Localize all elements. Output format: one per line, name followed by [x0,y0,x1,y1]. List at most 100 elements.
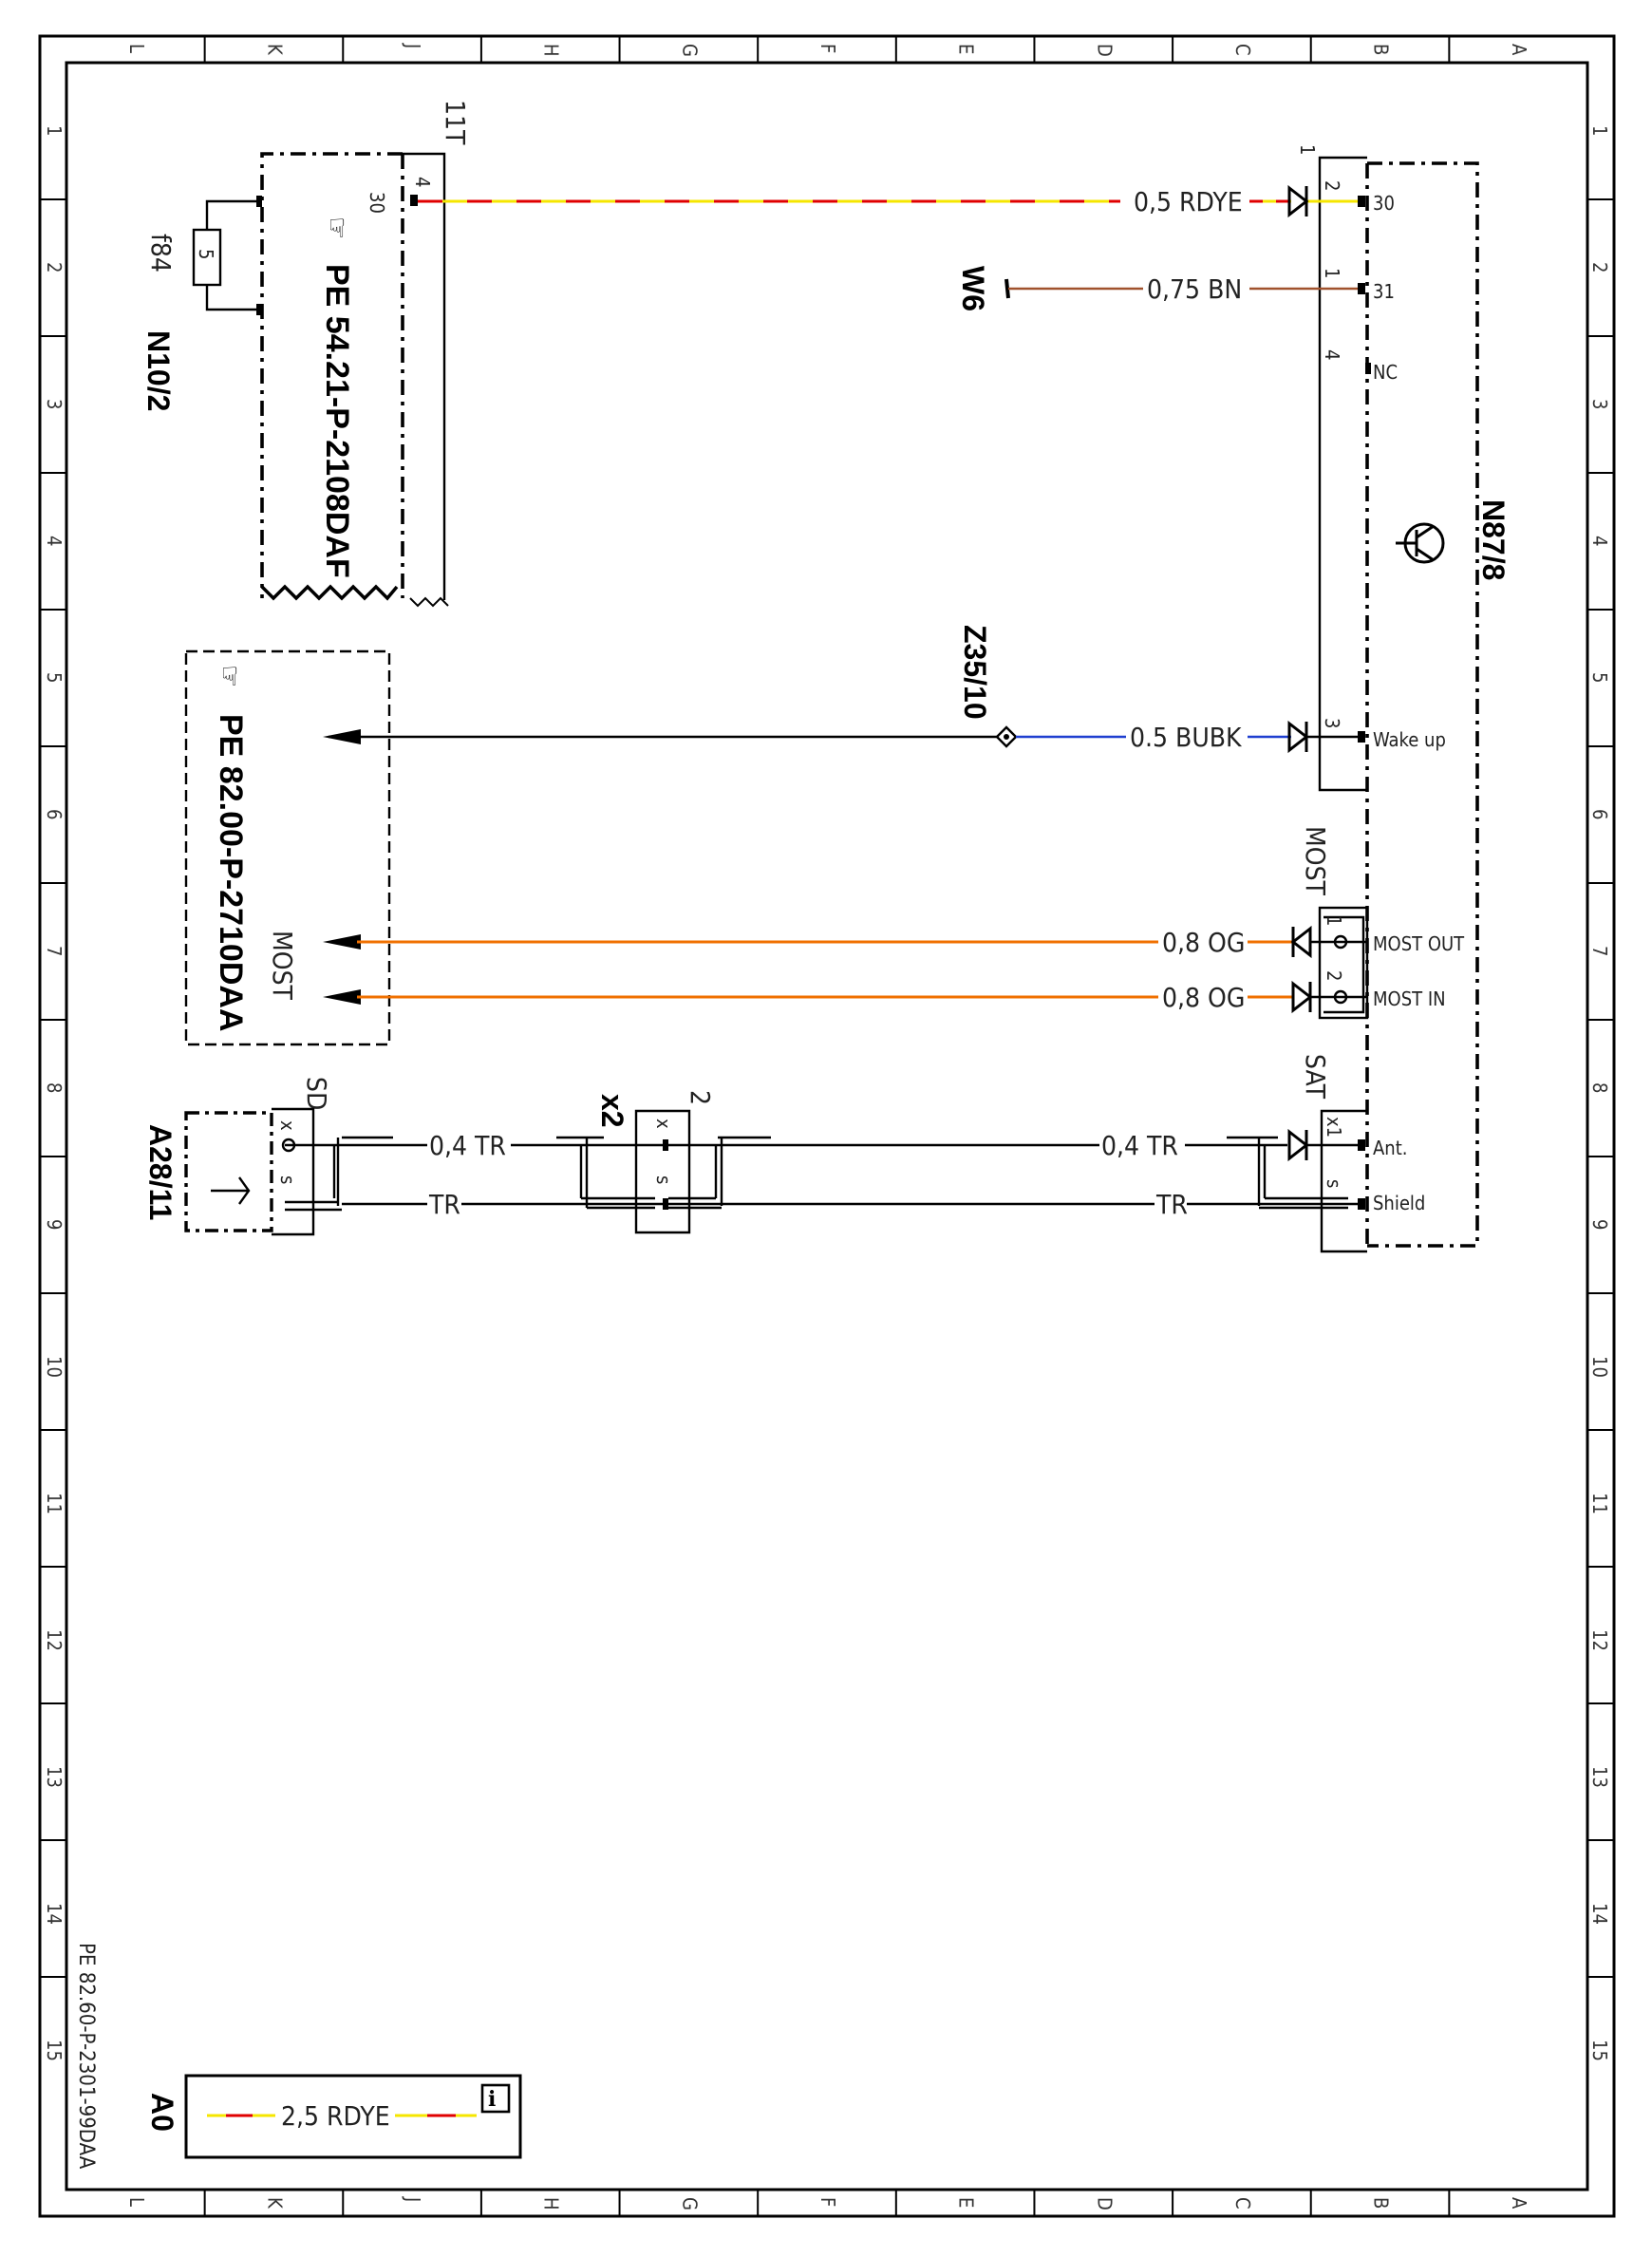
grid-number-left: 6 [43,809,66,819]
outer-frame [38,34,1616,2218]
svg-text:MOST OUT: MOST OUT [1373,932,1465,955]
most-in-label: 0,8 OG [1162,982,1245,1013]
svg-text:4: 4 [1321,349,1343,360]
wire-30-label: 0,5 RDYE [1134,186,1243,217]
grid-letter-bottom: L [125,2197,148,2207]
w6-label: W6 [956,266,990,311]
svg-text:1: 1 [1321,268,1343,278]
a28-11-label: A28/11 [143,1124,178,1220]
shield-right-label: TR [1155,1189,1188,1220]
grid-letter-bottom: J [402,2196,424,2202]
ref-box-82-00: ☞ PE 82.00-P-2710DAA MOST [184,649,391,1046]
n10-2-ref: PE 54.21-P-2108DAF [319,264,355,578]
grid-letter-bottom: C [1231,2197,1254,2210]
inner-frame [65,61,1589,2191]
svg-text:Shield: Shield [1373,1192,1425,1214]
z35-10-label: Z35/10 [958,625,992,720]
grid-number-right: 6 [1588,809,1611,819]
grid-letter-top: L [125,44,148,53]
svg-text:2: 2 [1321,180,1343,191]
grid-number-right: 12 [1588,1629,1611,1651]
grid-number-right: 13 [1588,1766,1611,1788]
grid-letter-bottom: K [263,2197,286,2210]
grid-number-left: 8 [43,1082,66,1093]
ref-most-label: MOST [267,931,298,1001]
grid-number-left: 10 [43,1356,66,1378]
svg-text:x: x [276,1120,299,1131]
sd-conn-label: SD [301,1077,332,1110]
n10-2-label: N10/2 [141,330,176,411]
transistor-icon [1396,522,1445,564]
grid-letter-bottom: D [1093,2197,1116,2210]
grid-number-left: 3 [43,399,66,409]
wire-most-out: 0,8 OG [323,925,1367,959]
x2-connector: x2 2 x s [595,1090,716,1234]
grid-ticks [40,36,1614,2216]
doc-ref: PE 82.60-P-2301-99DAA [74,1943,98,2170]
grid-number-right: 7 [1588,946,1611,956]
svg-text:Wake up: Wake up [1373,728,1446,751]
info-icon[interactable]: i [480,2083,511,2114]
grid-number-left: 11 [43,1493,66,1514]
grid-number-left: 2 [43,262,66,273]
x2-conn-no: 2 [685,1090,716,1105]
wire-30-rdye: 0,5 RDYE [418,184,1365,218]
n87-8-label: N87/8 [1476,499,1511,580]
legend-label: 2,5 RDYE [281,2100,390,2132]
hand-icon: ☞ [320,216,353,239]
svg-text:i: i [488,2087,496,2112]
svg-text:x1: x1 [1323,1117,1345,1138]
ant-right-label: 0,4 TR [1101,1130,1178,1161]
shield-left-label: TR [428,1189,460,1220]
tag-11t: 11T [440,100,471,145]
hand-icon: ☞ [213,665,246,687]
svg-text:31: 31 [1373,280,1395,303]
wire-most-in: 0,8 OG [323,980,1367,1014]
grid-letter-top: H [540,44,563,57]
grid-number-left: 9 [43,1219,66,1230]
svg-text:x: x [652,1119,675,1129]
grid-letter-bottom: F [817,2197,839,2207]
grid-number-left: 5 [43,672,66,683]
sat-conn-label: SAT [1300,1054,1331,1100]
grid-number-right: 1 [1588,125,1611,136]
svg-text:1: 1 [1323,915,1345,926]
grid-letter-top: A [1508,44,1530,56]
grid-letter-bottom: B [1370,2197,1393,2209]
grid-number-right: 2 [1588,262,1611,273]
svg-text:2: 2 [1323,970,1345,981]
pin-ant: x1 Ant. [1323,1117,1407,1159]
pin-nc: 4 NC [1321,349,1398,384]
grid-number-left: 14 [43,1903,66,1925]
grid-number-left: 1 [43,125,66,136]
grid-number-right: 11 [1588,1493,1611,1514]
grid-letter-bottom: H [540,2197,563,2210]
grid-number-right: 14 [1588,1903,1611,1925]
grid-number-left: 4 [43,536,66,546]
sheet-label: A0 [145,2093,179,2132]
wire-31-label: 0,75 BN [1147,273,1242,305]
grid-letter-top: E [955,44,978,54]
pin-most-in: 2 MOST IN [1323,970,1446,1010]
grid-letter-top: K [263,44,286,56]
svg-text:Ant.: Ant. [1373,1137,1407,1159]
grid-number-right: 4 [1588,536,1611,546]
grid-number-right: 5 [1588,672,1611,683]
ref-82-00-label: PE 82.00-P-2710DAA [213,714,249,1032]
ant-left-label: 0,4 TR [429,1130,506,1161]
svg-text:s: s [276,1176,299,1184]
grid-number-left: 7 [43,946,66,956]
svg-text:30: 30 [1373,192,1395,215]
fuse-value: 5 [195,249,217,259]
most-out-label: 0,8 OG [1162,927,1245,958]
fuse-f84 [192,228,222,287]
x2-label: x2 [595,1094,629,1128]
grid-number-right: 15 [1588,2040,1611,2061]
pin-shield: s Shield [1323,1179,1425,1214]
grid-letter-bottom: E [955,2197,978,2208]
grid-number-left: 15 [43,2040,66,2061]
n10-2-component: 11T 4 30 5 f84 N10/2 ☞ PE 54.21-P-2108DA… [141,100,471,608]
grid-letter-top: D [1093,44,1116,57]
